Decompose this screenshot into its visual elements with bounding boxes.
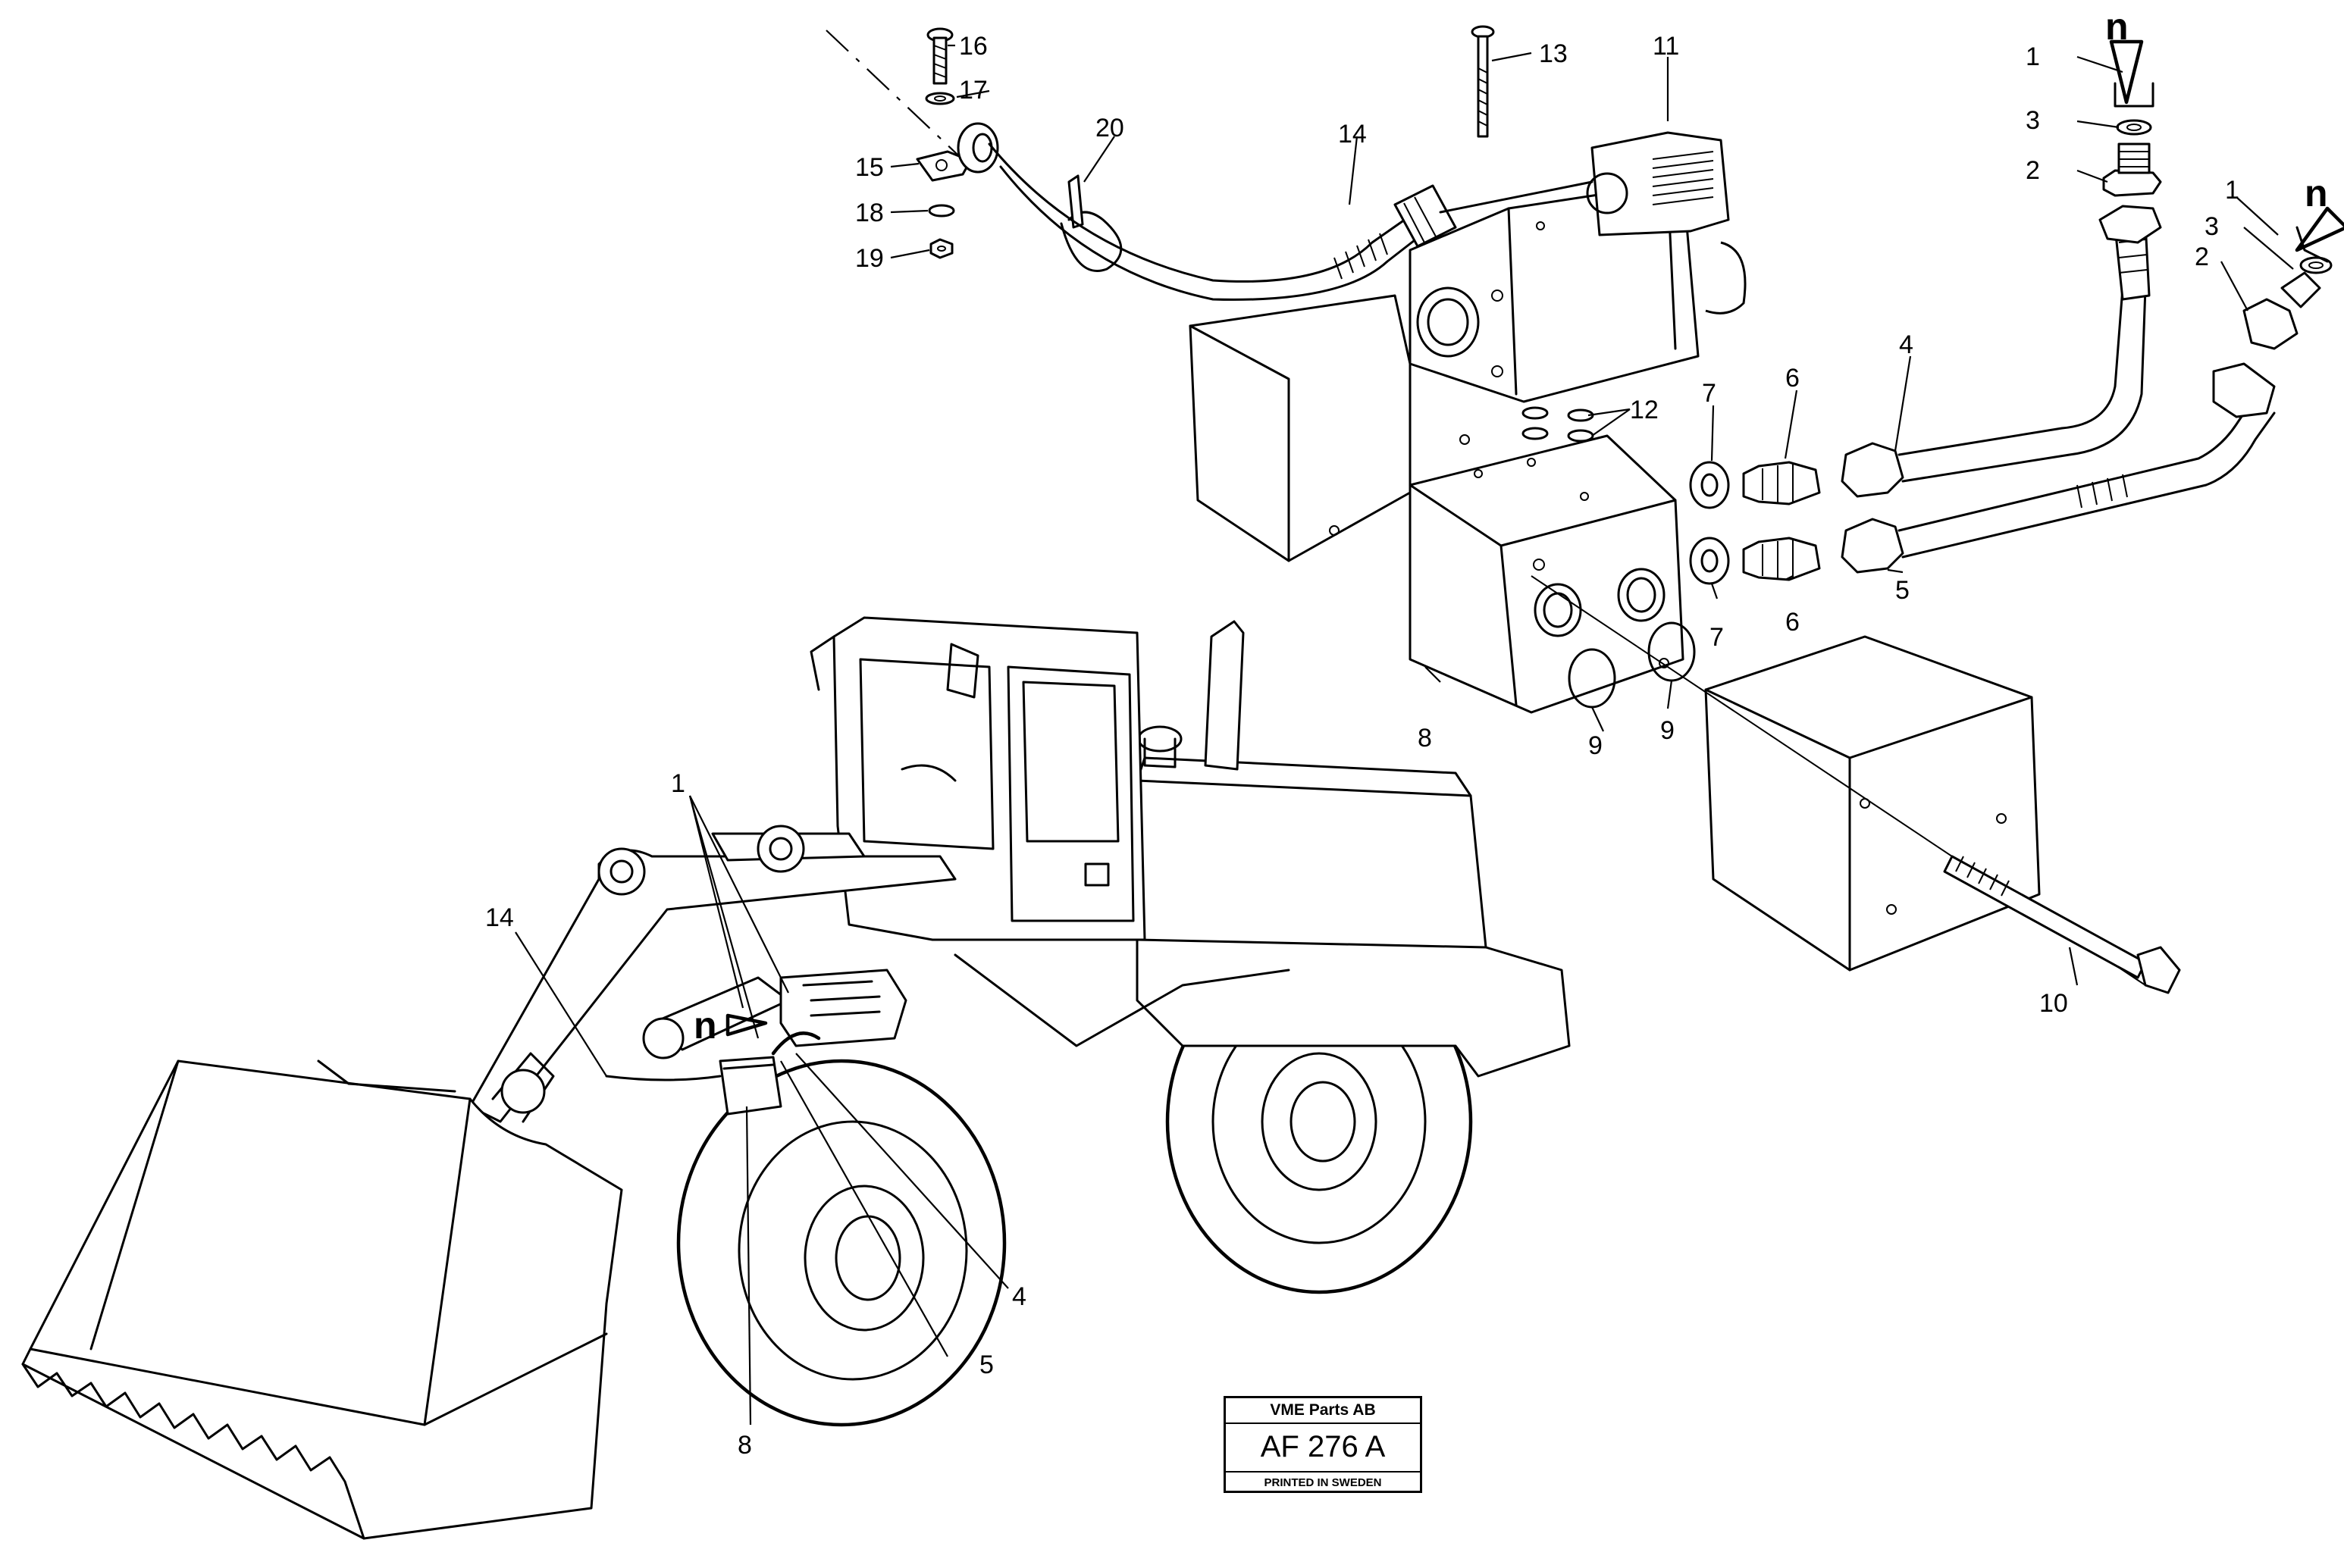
callout-12: 12 xyxy=(1630,396,1659,424)
o-rings xyxy=(1521,406,1594,443)
callout-6-top: 6 xyxy=(1785,364,1800,393)
callout-8-machine: 8 xyxy=(738,1431,752,1460)
view-arrow-lower xyxy=(2295,206,2344,252)
callout-17: 17 xyxy=(959,76,988,105)
hose-clamp xyxy=(957,122,999,174)
callout-2-lower: 2 xyxy=(2195,243,2209,271)
seal-washer-lower xyxy=(1689,537,1730,585)
printed-note: PRINTED IN SWEDEN xyxy=(1226,1471,1420,1494)
long-bolt xyxy=(1943,855,2181,994)
adapter-nipple-upper xyxy=(1742,461,1821,505)
front-wheel xyxy=(676,1059,1007,1427)
solenoid-bolt xyxy=(1471,25,1495,138)
callout-7-top: 7 xyxy=(1702,379,1716,408)
centre-line xyxy=(826,30,971,167)
hose-lower xyxy=(1841,362,2276,574)
callout-9-left: 9 xyxy=(1588,731,1603,760)
seal-washer-upper xyxy=(1689,461,1730,509)
callout-3-lower: 3 xyxy=(2205,212,2219,241)
callout-1-lower: 1 xyxy=(2225,176,2239,205)
valve-block-outline-right xyxy=(1704,635,2041,972)
callout-13: 13 xyxy=(1539,39,1568,68)
callout-9-right: 9 xyxy=(1660,716,1675,745)
adapter-nipple-lower xyxy=(1742,537,1821,581)
loader-arms xyxy=(468,825,957,1123)
callout-1-upper: 1 xyxy=(2026,42,2040,71)
bucket-teeth xyxy=(21,1363,365,1540)
callout-5-machine: 5 xyxy=(979,1350,994,1379)
callout-18: 18 xyxy=(855,199,884,227)
wheel-loader-illustration xyxy=(21,616,1571,1540)
engine-hood xyxy=(1136,779,1571,1078)
view-marker-n-lower: n xyxy=(2305,172,2328,214)
hose-upper xyxy=(1841,205,2162,498)
callout-11: 11 xyxy=(1653,32,1679,61)
callout-3-upper: 3 xyxy=(2026,106,2040,135)
callout-4-machine: 4 xyxy=(1012,1282,1026,1311)
leader-lines xyxy=(515,44,2294,1426)
bucket xyxy=(21,1059,623,1540)
callout-5-top: 5 xyxy=(1895,576,1910,605)
callout-14-top: 14 xyxy=(1338,120,1367,149)
callout-16: 16 xyxy=(959,32,988,61)
valve-on-machine xyxy=(605,969,907,1116)
callout-2-upper: 2 xyxy=(2026,156,2040,185)
union-upper xyxy=(2102,119,2162,197)
view-arrow-machine xyxy=(725,1013,768,1037)
callout-6-bottom: 6 xyxy=(1785,608,1800,637)
company-name: VME Parts AB xyxy=(1226,1398,1420,1424)
callout-19: 19 xyxy=(855,244,884,273)
view-marker-n-machine: n xyxy=(694,1004,717,1047)
drawing-code: AF 276 A xyxy=(1260,1430,1386,1463)
title-block: VME Parts AB AF 276 A PRINTED IN SWEDEN xyxy=(1224,1396,1422,1493)
callout-1-machine: 1 xyxy=(671,769,685,798)
callout-7-bottom: 7 xyxy=(1709,623,1724,652)
main-valve-block xyxy=(1409,434,1684,714)
callout-8-top: 8 xyxy=(1418,724,1432,753)
electrical-cable xyxy=(988,142,1457,301)
union-lower xyxy=(2242,256,2333,350)
callout-15: 15 xyxy=(855,153,884,182)
view-arrow-upper xyxy=(2109,39,2144,105)
callout-10: 10 xyxy=(2039,989,2068,1018)
callout-labels: 16 17 15 18 19 20 14 13 11 12 7 6 4 5 6 … xyxy=(485,5,2328,1460)
callout-14-machine: 14 xyxy=(485,903,514,932)
callout-20: 20 xyxy=(1095,114,1124,142)
solenoid-valve xyxy=(1409,131,1747,403)
callout-4-top: 4 xyxy=(1899,330,1913,359)
cable-tie xyxy=(1060,174,1123,272)
exhaust-pipe xyxy=(1204,620,1245,771)
view-marker-n-upper: n xyxy=(2105,5,2129,48)
